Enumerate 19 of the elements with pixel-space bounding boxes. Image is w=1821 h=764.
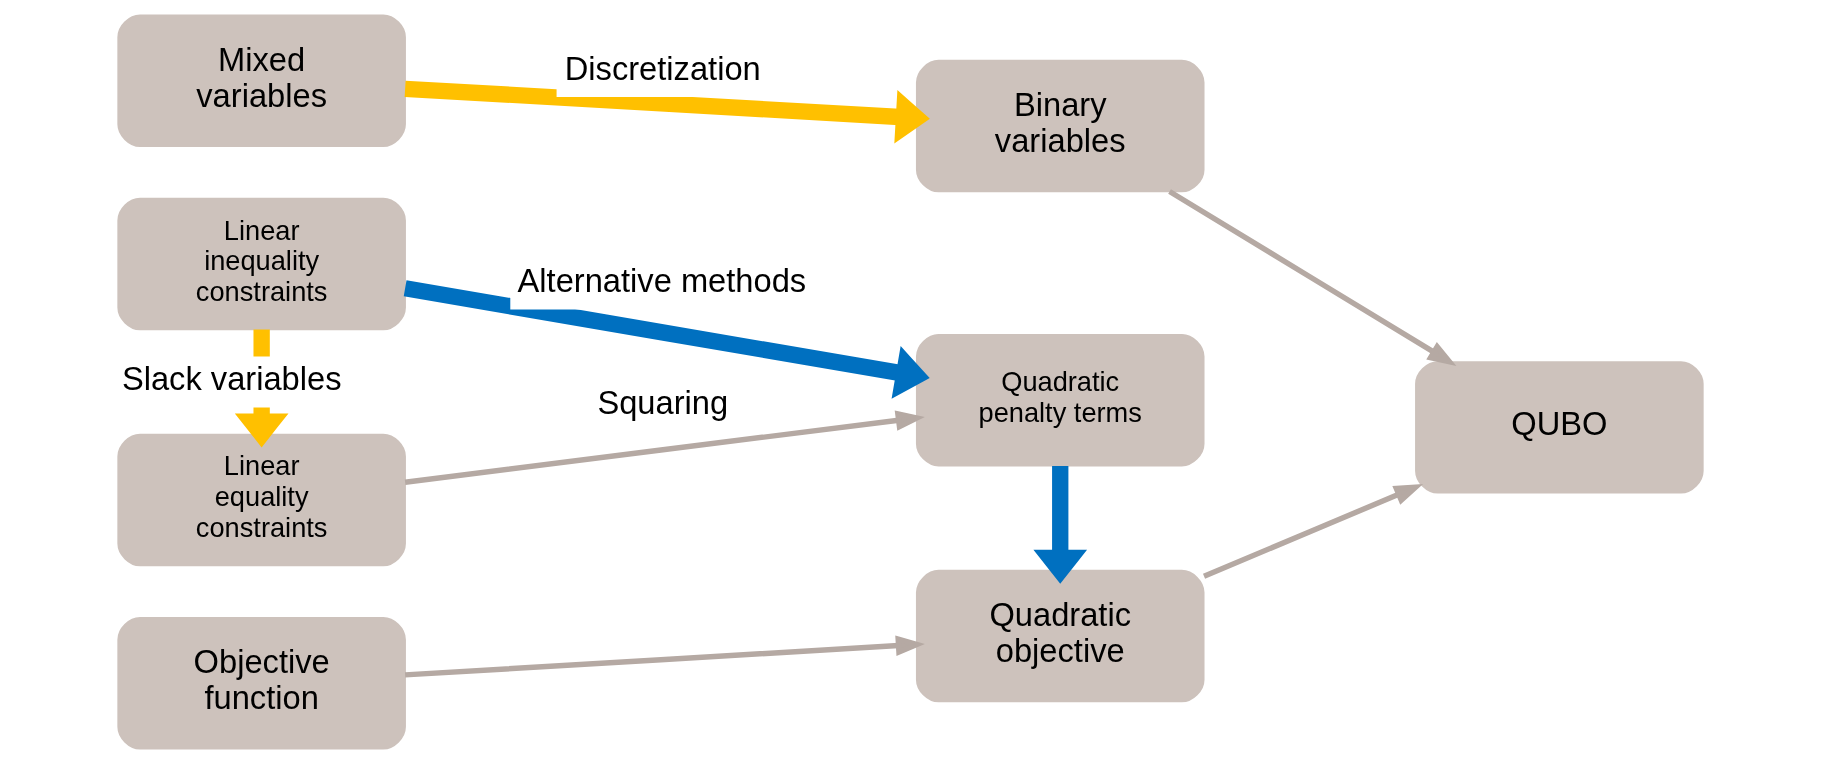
node-box: QUBO	[1415, 361, 1704, 494]
edge-label: Squaring	[597, 383, 729, 421]
node-box: Quadratic objective	[915, 569, 1205, 703]
arrow	[403, 280, 930, 399]
node-box: Quadratic penalty terms	[915, 333, 1205, 467]
arrow	[404, 80, 930, 144]
arrow	[1203, 484, 1424, 579]
node-box: Objective function	[117, 617, 406, 750]
edge-label: Discretization	[564, 49, 761, 87]
node-box: Mixed variables	[117, 14, 406, 147]
arrow	[1033, 466, 1088, 584]
node-box: Binary variables	[915, 59, 1205, 193]
arrow	[1168, 189, 1457, 366]
edge-label: Slack variables	[121, 359, 342, 397]
arrow	[404, 635, 925, 678]
node-box: Linear equality constraints	[117, 433, 406, 567]
arrow	[404, 410, 925, 485]
node-box: Linear inequality constraints	[117, 197, 406, 331]
edge-label: Alternative methods	[517, 261, 807, 299]
